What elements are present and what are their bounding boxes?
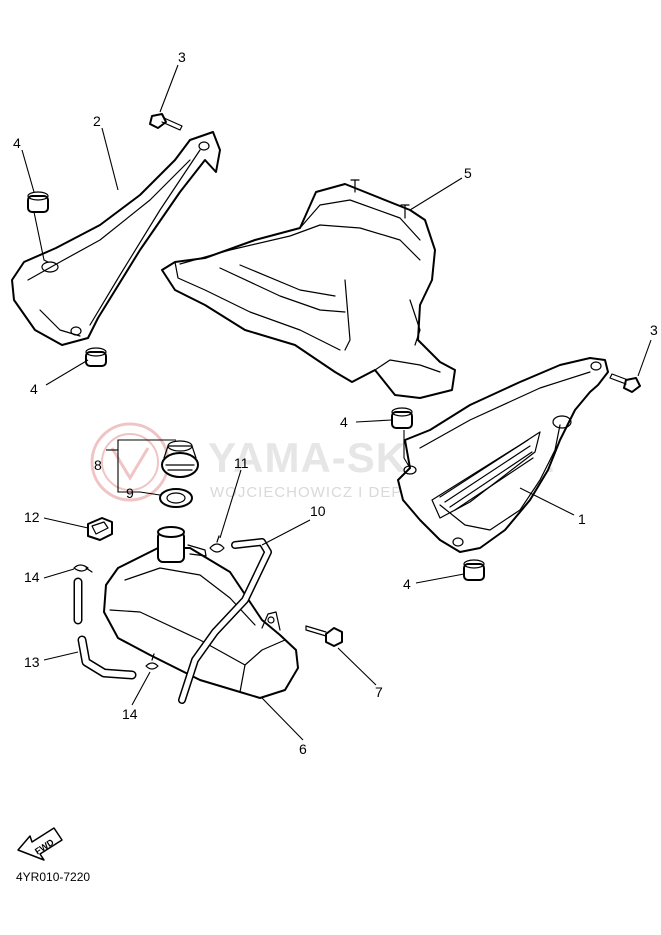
callout-2: 2: [93, 113, 101, 129]
callout-9: 9: [126, 485, 134, 501]
bolt-right: [609, 373, 641, 393]
tank-bolt: [305, 625, 343, 647]
callout-6: 6: [299, 741, 307, 757]
hose-clip-bottom: [145, 653, 159, 670]
callout-5: 5: [464, 165, 472, 181]
diagram-code: 4YR010-7220: [16, 870, 90, 884]
grommet-3: [391, 407, 413, 429]
callout-11: 11: [234, 455, 249, 471]
hose-clip-small: [209, 535, 225, 553]
callout-1: 1: [578, 511, 586, 527]
hose-clip-top: [73, 564, 93, 573]
right-side-cover: [397, 357, 609, 553]
callout-3-right: 3: [650, 322, 658, 338]
callout-3-left: 3: [178, 49, 186, 65]
callout-4-mid-right: 4: [340, 414, 348, 430]
callout-4-bottom-right: 4: [403, 576, 411, 592]
callout-12: 12: [24, 509, 40, 525]
callout-13: 13: [24, 654, 40, 670]
band-clip: [87, 517, 113, 541]
callout-14-top: 14: [24, 569, 40, 585]
fwd-arrow-icon: FWD: [17, 827, 63, 861]
drain-hose: [73, 577, 137, 680]
callout-8: 8: [94, 457, 102, 473]
bolt-left: [149, 113, 183, 131]
callout-7: 7: [375, 684, 383, 700]
reservoir-tank: [103, 526, 299, 699]
breather-hose: [178, 538, 272, 704]
callouts: 3 2 4 4 5 3 4 1 4 8 9 12 14 13 14 11 10 …: [13, 49, 658, 757]
grommet-4: [463, 559, 485, 581]
callout-4-bottom-left: 4: [30, 381, 38, 397]
left-side-cover: [11, 131, 221, 346]
cap-gasket: [159, 488, 193, 508]
filler-cap: [161, 440, 199, 478]
callout-4-top-left: 4: [13, 135, 21, 151]
callout-14-bottom: 14: [122, 706, 138, 722]
leader-lines: [21, 64, 652, 741]
callout-10: 10: [310, 503, 326, 519]
grommet-2: [85, 347, 107, 367]
inner-panel: [161, 179, 456, 399]
grommet-1: [27, 191, 49, 213]
